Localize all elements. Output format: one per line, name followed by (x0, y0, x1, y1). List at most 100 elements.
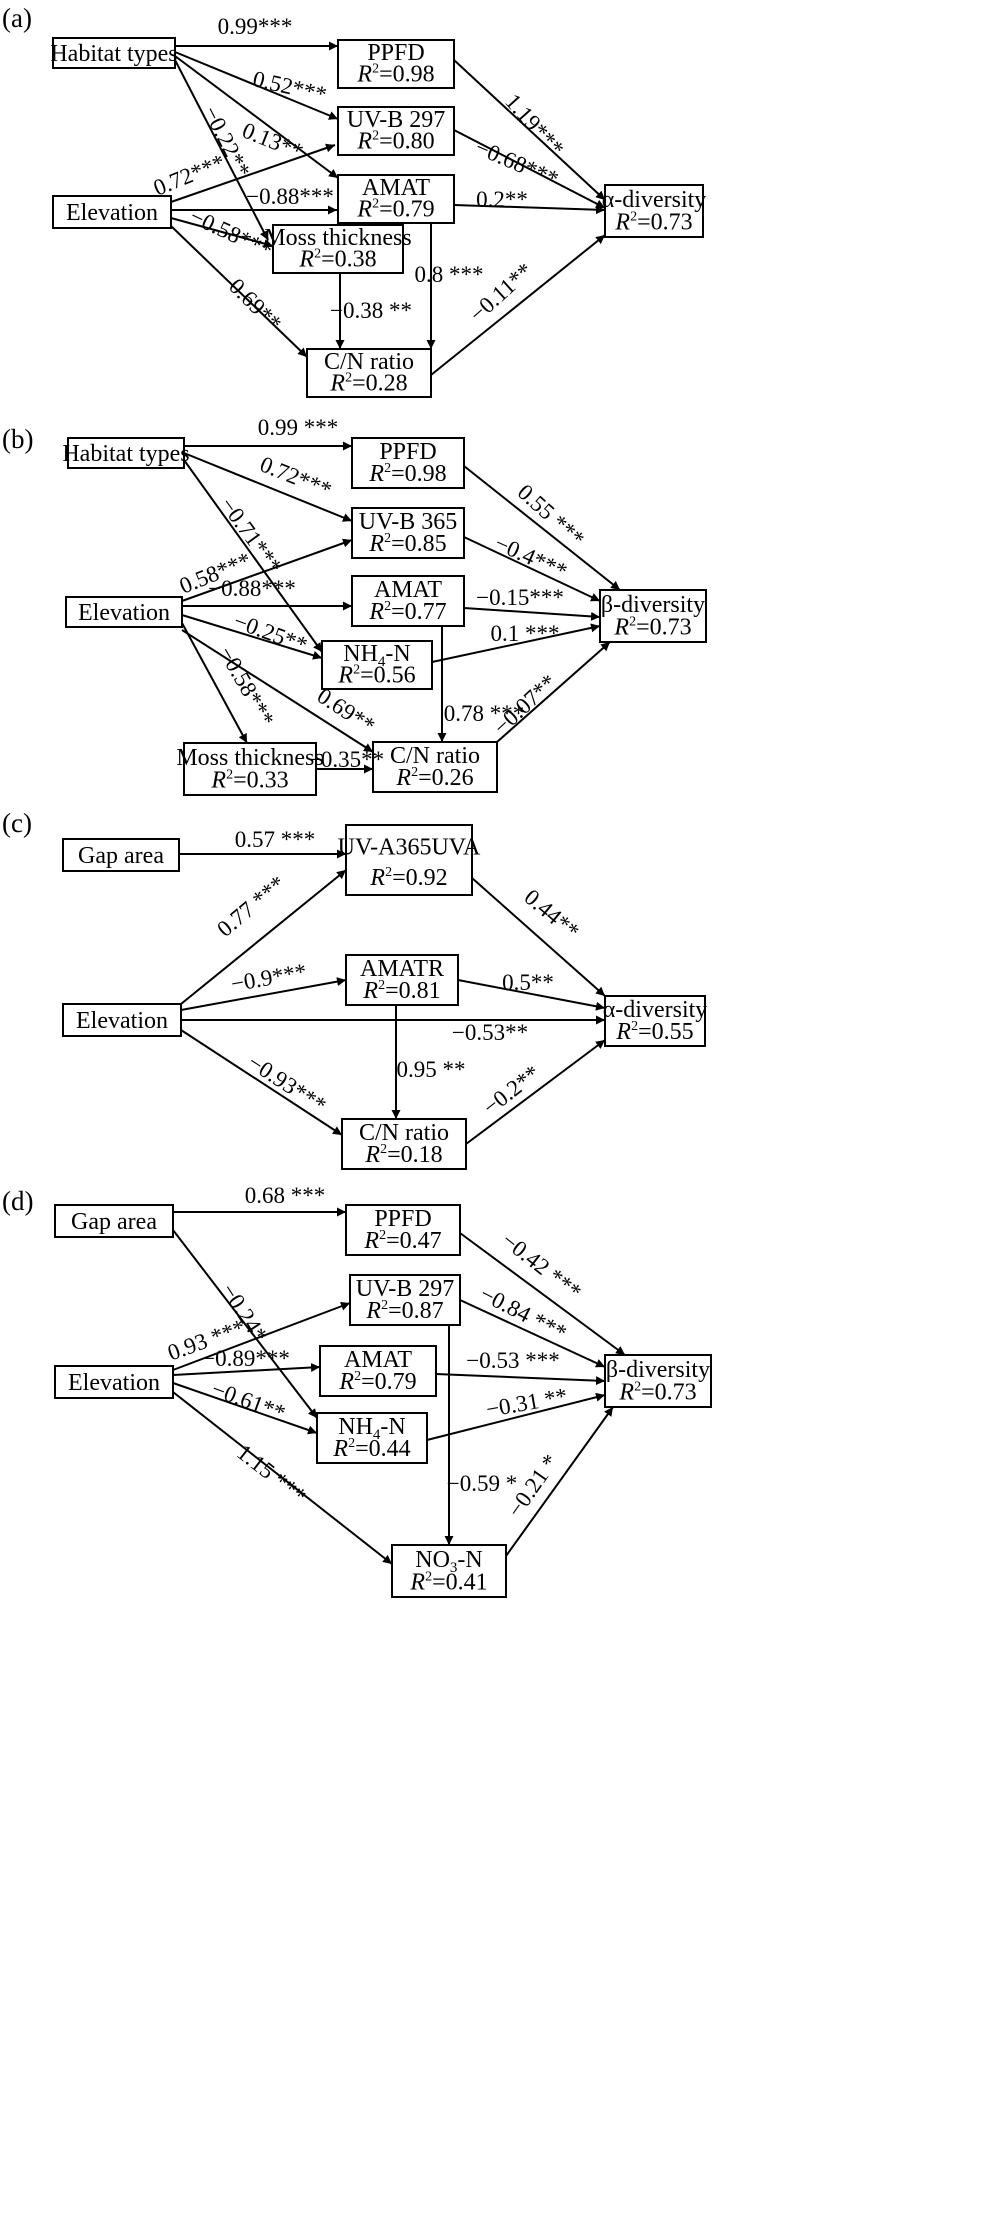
path-arrow-elev-to-amat (172, 1362, 321, 1376)
node-gap: Gap area (62, 838, 180, 872)
node-r-squared: R2=0.41 (409, 1570, 487, 1596)
path-coefficient-elev-to-cn: 0.69** (313, 683, 380, 738)
node-box (391, 1544, 507, 1598)
node-r-squared: R2=0.38 (298, 246, 376, 272)
node-elev: Elevation (54, 1365, 174, 1399)
node-name: AMATR (360, 956, 444, 982)
node-elev: Elevation (52, 195, 172, 229)
path-coefficient-elev-to-uvb: 0.72*** (150, 149, 229, 200)
node-name: α-diversity (603, 997, 708, 1023)
path-arrow-amat-to-div (463, 607, 601, 621)
path-arrow-habitat-to-uvb (174, 51, 339, 120)
panel-a: (a)Habitat typesElevationPPFDR2=0.98UV-B… (2, 3, 707, 398)
path-arrow-uvb-to-div (463, 536, 601, 602)
node-box (351, 507, 465, 559)
path-arrow-cn-to-div (496, 641, 611, 743)
node-box (65, 596, 183, 628)
node-nh4: NH4-NR2=0.56 (321, 640, 433, 690)
path-coefficient-amatr-to-div: 0.5** (502, 970, 554, 995)
path-arrow-elev-to-cn (180, 1029, 343, 1136)
path-arrow-elev-to-cn (170, 225, 308, 358)
path-coefficient-elev-to-no3: 1.15 *** (232, 1439, 311, 1508)
node-r-squared: R2=0.18 (364, 1142, 442, 1168)
path-arrow-uvb-to-div (459, 1299, 606, 1368)
node-box (62, 838, 180, 872)
node-box (337, 39, 455, 89)
node-name: α-diversity (602, 187, 707, 213)
path-arrow-elev-to-cn (181, 629, 374, 753)
node-box (54, 1365, 174, 1399)
node-r-squared: R2=0.28 (329, 370, 407, 396)
node-name: AMAT (374, 577, 442, 603)
node-r-squared: R2=0.98 (356, 61, 434, 87)
path-coefficient-amat-to-div: 0.2** (476, 187, 528, 212)
node-name: UV-B 297 (356, 1276, 454, 1302)
path-coefficient-habitat-to-ppfd: 0.99*** (218, 14, 293, 39)
node-r-squared: R2=0.79 (338, 1369, 416, 1395)
path-coefficient-moss-to-cn: −0.38 ** (330, 298, 412, 323)
node-r-squared: R2=0.55 (615, 1019, 693, 1045)
path-arrow-cn-to-div (465, 1039, 606, 1145)
path-coefficient-elev-to-cn: −0.93*** (243, 1049, 330, 1118)
path-coefficient-elev-to-amatr: −0.9*** (229, 959, 308, 997)
node-box (345, 954, 459, 1006)
node-box (54, 1204, 174, 1238)
node-gap: Gap area (54, 1204, 174, 1238)
node-name: AMAT (362, 175, 430, 201)
node-r-squared: R2=0.98 (368, 461, 446, 487)
panel-c: (c)Gap areaElevationUV-A365UVAR2=0.92AMA… (2, 808, 708, 1170)
node-nh4: NH4-NR2=0.44 (316, 1412, 428, 1464)
node-name: UV-B 365 (359, 509, 457, 535)
node-name: Elevation (66, 200, 158, 226)
node-r-squared: R2=0.77 (368, 599, 446, 625)
path-arrow-cn-to-div (430, 234, 606, 376)
path-coefficient-elev-to-amat: −0.88*** (246, 184, 334, 209)
path-arrow-elev-to-amatr (180, 977, 347, 1011)
path-arrow-amat-to-div (435, 1373, 606, 1386)
node-name: Gap area (71, 1209, 157, 1235)
path-arrow-elev-to-uvb (170, 143, 336, 203)
path-coefficient-amat-to-cn: 0.8 *** (415, 262, 484, 287)
node-r-squared: R2=0.47 (363, 1228, 441, 1254)
path-arrow-uva-to-div (471, 877, 606, 997)
node-box (62, 1003, 182, 1037)
node-r-squared: R2=0.85 (368, 531, 446, 557)
path-arrow-gap-to-nh4 (172, 1229, 318, 1419)
node-r-squared: R2=0.56 (337, 662, 415, 688)
path-arrow-elev-to-nh4 (181, 614, 323, 660)
node-box (272, 224, 404, 274)
node-name: Moss thickness (176, 745, 323, 771)
path-coefficient-elev-to-cn: 0.69** (224, 273, 286, 335)
node-r-squared: R2=0.92 (369, 865, 447, 891)
path-coefficient-habitat-to-uvb: 0.52*** (250, 66, 328, 107)
node-box (337, 174, 455, 224)
node-r-squared: R2=0.44 (332, 1436, 410, 1462)
path-arrow-habitat-to-amat (174, 55, 339, 179)
node-name: AMAT (344, 1347, 412, 1373)
node-box (604, 995, 706, 1047)
node-box (604, 184, 704, 238)
node-elev: Elevation (62, 1003, 182, 1037)
node-box (183, 742, 317, 796)
path-arrow-elev-to-no3 (172, 1391, 393, 1565)
path-coefficient-habitat-to-uvb: 0.72*** (256, 451, 335, 502)
node-box (345, 1204, 461, 1256)
node-box (351, 575, 465, 627)
node-name: PPFD (367, 40, 424, 66)
path-coefficient-elev-to-amat: −0.89*** (202, 1346, 290, 1371)
path-coefficient-elev-to-nh4: −0.25** (230, 608, 310, 658)
node-box (321, 640, 433, 690)
